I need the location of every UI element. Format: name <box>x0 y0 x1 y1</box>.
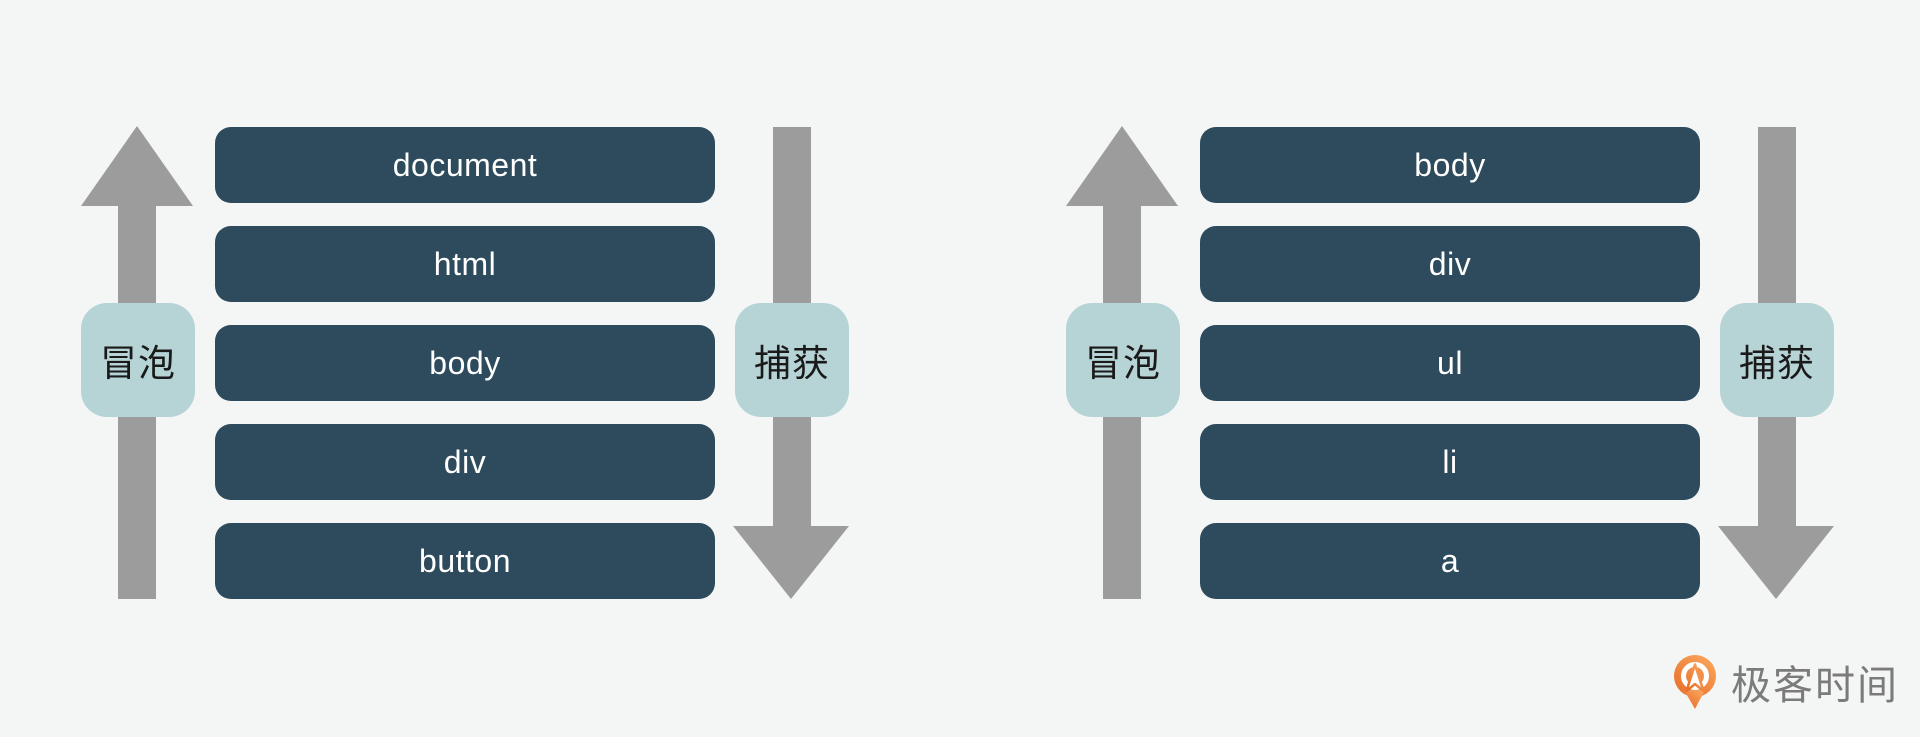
capture-label: 捕获 <box>1720 303 1834 417</box>
capture-label: 捕获 <box>735 303 849 417</box>
node-html: html <box>215 226 715 302</box>
arrow-up-head <box>1066 126 1178 206</box>
dom-node-stack: body div ul li a <box>1200 127 1700 600</box>
node-body: body <box>215 325 715 401</box>
node-a: a <box>1200 523 1700 599</box>
diagram-panel-list-tree: body div ul li a 冒泡 捕获 <box>1066 126 1841 600</box>
node-div: div <box>1200 226 1700 302</box>
geektime-logo-text: 极客时间 <box>1731 664 1899 708</box>
arrow-down-head <box>733 526 849 599</box>
dom-node-stack: document html body div button <box>215 127 715 600</box>
bubble-label: 冒泡 <box>81 303 195 417</box>
node-div: div <box>215 424 715 500</box>
node-li: li <box>1200 424 1700 500</box>
diagram-panel-document-tree: document html body div button 冒泡 捕获 <box>81 126 856 600</box>
arrow-up-head <box>81 126 193 206</box>
node-document: document <box>215 127 715 203</box>
node-body: body <box>1200 127 1700 203</box>
geektime-logo-icon <box>1674 655 1716 709</box>
geektime-logo: 极客时间 <box>1672 653 1899 711</box>
node-ul: ul <box>1200 325 1700 401</box>
node-button: button <box>215 523 715 599</box>
arrow-down-head <box>1718 526 1834 599</box>
bubble-label: 冒泡 <box>1066 303 1180 417</box>
